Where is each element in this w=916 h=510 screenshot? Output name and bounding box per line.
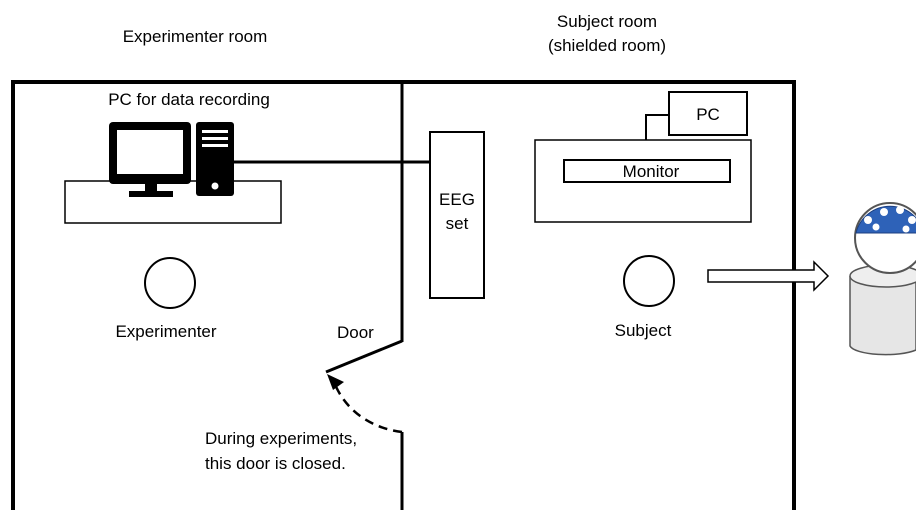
eeg-set-box [429, 131, 485, 299]
monitor-box [563, 159, 731, 183]
experimenter-desk [64, 180, 282, 224]
zoom-arrow-icon [707, 260, 830, 292]
subject-label: Subject [615, 321, 672, 340]
pc-label: PC [696, 105, 720, 124]
eeg-label-line2: set [446, 214, 469, 233]
person-with-eeg-cap-icon [849, 202, 916, 356]
subject-room-subtitle: (shielded room) [548, 36, 666, 55]
eeg-label-line1: EEG [439, 190, 475, 209]
door [325, 339, 403, 374]
monitor-label: Monitor [623, 162, 680, 181]
stimulus-pc-box [668, 91, 748, 136]
experimenter-circle [144, 257, 196, 309]
door-swing-arc [332, 381, 403, 434]
door-label: Door [337, 323, 374, 342]
pc-recording-label: PC for data recording [108, 90, 270, 109]
door-note-line1: During experiments, [205, 429, 357, 448]
subject-circle [623, 255, 675, 307]
desktop-computer-icon [109, 122, 234, 197]
door-note-line2: this door is closed. [205, 454, 346, 473]
subject-room-title: Subject room [557, 12, 657, 31]
experimenter-room-title: Experimenter room [123, 27, 268, 46]
door-swing-arrowhead [327, 374, 344, 390]
experimenter-label: Experimenter [115, 322, 216, 341]
